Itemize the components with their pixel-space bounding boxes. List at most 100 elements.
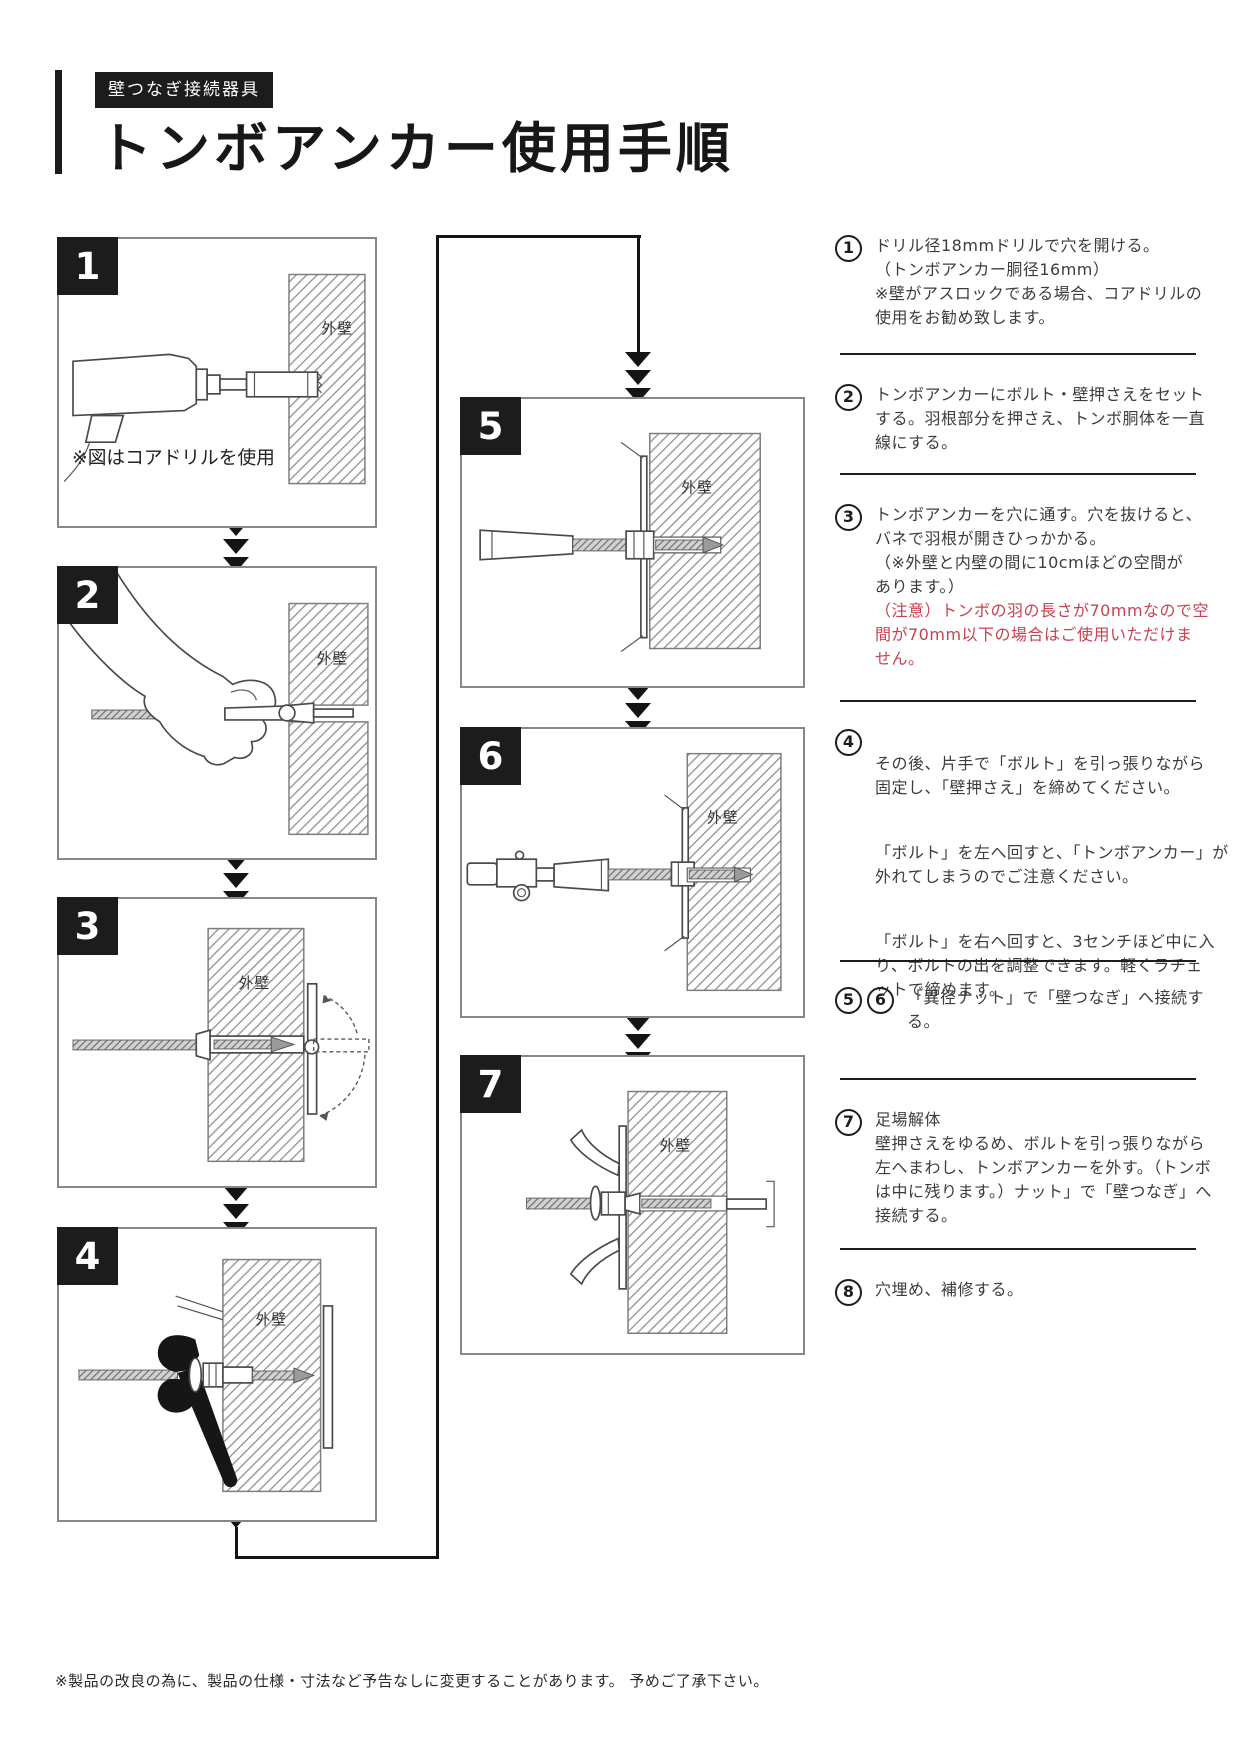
panel-1-illustration-drill: 外壁 ※図はコアドリルを使用 <box>63 273 366 485</box>
panel-4-illustration-wrench-tighten: 外壁 <box>78 1258 334 1493</box>
section-divider <box>840 353 1196 355</box>
wall-label: 外壁 <box>239 975 271 992</box>
instruction-paragraph: 「ボルト」を左へ回すと、「トンボアンカー」が 外れてしまうのでご注意ください。 <box>875 843 1229 886</box>
instruction-item-5-6: 5 6 「異径ナット」で「壁つなぎ」へ接続する。 <box>835 986 1230 1034</box>
panel-6-illustration-pipe-connect: 外壁 <box>466 752 782 992</box>
cone-stopper <box>624 1192 641 1215</box>
anchor-rod <box>78 1369 179 1381</box>
instruction-text: 足場解体 壁押さえをゆるめ、ボルトを引っ張りながら 左へまわし、トンボアンカーを… <box>875 1110 1212 1225</box>
wall-label: 外壁 <box>707 810 739 827</box>
flow-connector-top-line <box>436 235 641 238</box>
category-badge: 壁つなぎ接続器具 <box>95 72 273 108</box>
section-divider <box>840 1248 1196 1250</box>
arrow-down-icon <box>223 873 249 888</box>
step-number-badge: 3 <box>57 897 118 955</box>
instruction-item-3: 3 トンボアンカーを穴に通す。穴を抜けると、 バネで羽根が開きひっかかる。 （※… <box>835 503 1230 671</box>
instruction-text: その後、片手で「ボルト」を引っ張りながら 固定し、「壁押さえ」を締めてください。… <box>875 728 1229 1026</box>
section-divider <box>840 960 1196 962</box>
instruction-item-7: 7 足場解体 壁押さえをゆるめ、ボルトを引っ張りながら 左へまわし、トンボアンカ… <box>835 1108 1230 1228</box>
arrow-down-icon <box>223 539 249 554</box>
core-drill-bit <box>245 371 319 398</box>
wall-label: 外壁 <box>255 1312 287 1329</box>
bit-teeth <box>316 372 323 394</box>
instruction-number-badge: 2 <box>835 384 862 411</box>
flow-arrow-group-into-5 <box>625 352 651 403</box>
page-title: トンボアンカー使用手順 <box>98 117 734 180</box>
rotation-arc <box>319 1054 366 1117</box>
wall-label: 外壁 <box>660 1138 692 1155</box>
pipe-clamp <box>496 858 538 888</box>
instruction-text: ドリル径18mmドリルで穴を開ける。 （トンボアンカー胴径16mm） ※壁がアス… <box>875 236 1203 327</box>
drill-cable <box>63 441 91 483</box>
step-panel-1: 1 外壁 ※図はコアドリルを使用 <box>57 237 377 528</box>
wall-hatch <box>627 1090 728 1335</box>
panel-3-illustration-wing-open: 外壁 <box>72 927 370 1163</box>
instruction-item-4: 4 その後、片手で「ボルト」を引っ張りながら 固定し、「壁押さえ」を締めてくださ… <box>835 728 1230 1026</box>
instruction-text: トンボアンカーを穴に通す。穴を抜けると、 バネで羽根が開きひっかかる。 （※外壁… <box>875 505 1203 596</box>
arrow-down-icon <box>625 703 651 718</box>
nut <box>600 1191 626 1216</box>
panel-note: ※図はコアドリルを使用 <box>72 448 275 469</box>
instruction-text: 穴埋め、補修する。 <box>875 1280 1024 1299</box>
instruction-number-badge: 8 <box>835 1279 862 1306</box>
step-number-badge: 5 <box>460 397 521 455</box>
wall-hatch <box>288 721 369 836</box>
flow-arrow-group-1-2 <box>223 521 249 572</box>
instruction-number-badge: 3 <box>835 504 862 531</box>
tombo-wing-blade <box>569 1128 621 1177</box>
cone-adapter <box>553 858 610 892</box>
header-tick-bar <box>55 70 62 174</box>
cone-stopper <box>195 1029 211 1061</box>
arrow-down-icon <box>625 352 651 367</box>
wrench-jaw <box>157 1335 200 1373</box>
hand-illustration <box>66 571 277 766</box>
flow-connector-bottom-line <box>235 1556 439 1559</box>
threaded-bolt <box>525 1197 592 1210</box>
arrow-down-icon <box>223 1204 249 1219</box>
tombo-wing-blade <box>569 1237 621 1286</box>
wall-hatch <box>288 602 369 706</box>
instruction-item-8: 8 穴埋め、補修する。 <box>835 1278 1230 1306</box>
panel-5-illustration-adapter: 外壁 <box>479 432 761 652</box>
step-number-badge: 6 <box>460 727 521 785</box>
wall-presser-wire <box>175 1295 224 1321</box>
anchor-rod <box>72 1039 197 1051</box>
wall-label: 外壁 <box>317 651 349 668</box>
instruction-text: トンボアンカーにボルト・壁押さえをセット する。羽根部分を押さえ、トンボ胴体を一… <box>875 385 1206 452</box>
wall-label: 外壁 <box>681 480 713 497</box>
flow-connector-exit-line <box>235 1527 238 1559</box>
step-panel-5: 5 外壁 <box>460 397 805 688</box>
step-panel-6: 6 外壁 <box>460 727 805 1018</box>
instruction-number-badge: 1 <box>835 235 862 262</box>
arrow-down-icon <box>625 1016 651 1031</box>
drill-handle <box>84 414 125 444</box>
step-panel-7: 7 外壁 <box>460 1055 805 1355</box>
washer <box>188 1357 203 1393</box>
washer <box>589 1185 602 1221</box>
nut <box>625 530 655 560</box>
section-divider <box>840 1078 1196 1080</box>
flow-connector-drop-line <box>637 235 640 355</box>
step-number-badge: 1 <box>57 237 118 295</box>
instruction-number-badge: 5 <box>835 987 862 1014</box>
arrow-down-icon <box>223 1186 249 1201</box>
instruction-warning-text: （注意）トンボの羽の長さが70mmなので空 間が70mm以下の場合はご使用いただ… <box>875 601 1210 668</box>
instruction-text: 「異径ナット」で「壁つなぎ」へ接続する。 <box>907 988 1205 1031</box>
threaded-bolt <box>607 868 672 881</box>
instruction-number-badge: 4 <box>835 729 862 756</box>
wrench-handle <box>177 1367 238 1488</box>
flow-connector-vertical-line <box>436 235 439 1559</box>
scaffold-pipe <box>466 862 498 886</box>
instruction-number-badge: 7 <box>835 1109 862 1136</box>
step-panel-4: 4 外壁 <box>57 1227 377 1522</box>
arrow-down-icon <box>625 370 651 385</box>
cone-adapter <box>479 529 574 561</box>
wing-folded-outline <box>312 1038 370 1053</box>
arrow-down-icon <box>625 1034 651 1049</box>
instruction-item-2: 2 トンボアンカーにボルト・壁押さえをセット する。羽根部分を押さえ、トンボ胴体… <box>835 383 1230 455</box>
wall-label: 外壁 <box>322 321 354 338</box>
instruction-paragraph: その後、片手で「ボルト」を引っ張りながら 固定し、「壁押さえ」を締めてください。 <box>875 754 1206 797</box>
footer-note: ※製品の改良の為に、製品の仕様・寸法など予告なしに変更することがあります。 予め… <box>55 1672 769 1690</box>
step-number-badge: 4 <box>57 1227 118 1285</box>
